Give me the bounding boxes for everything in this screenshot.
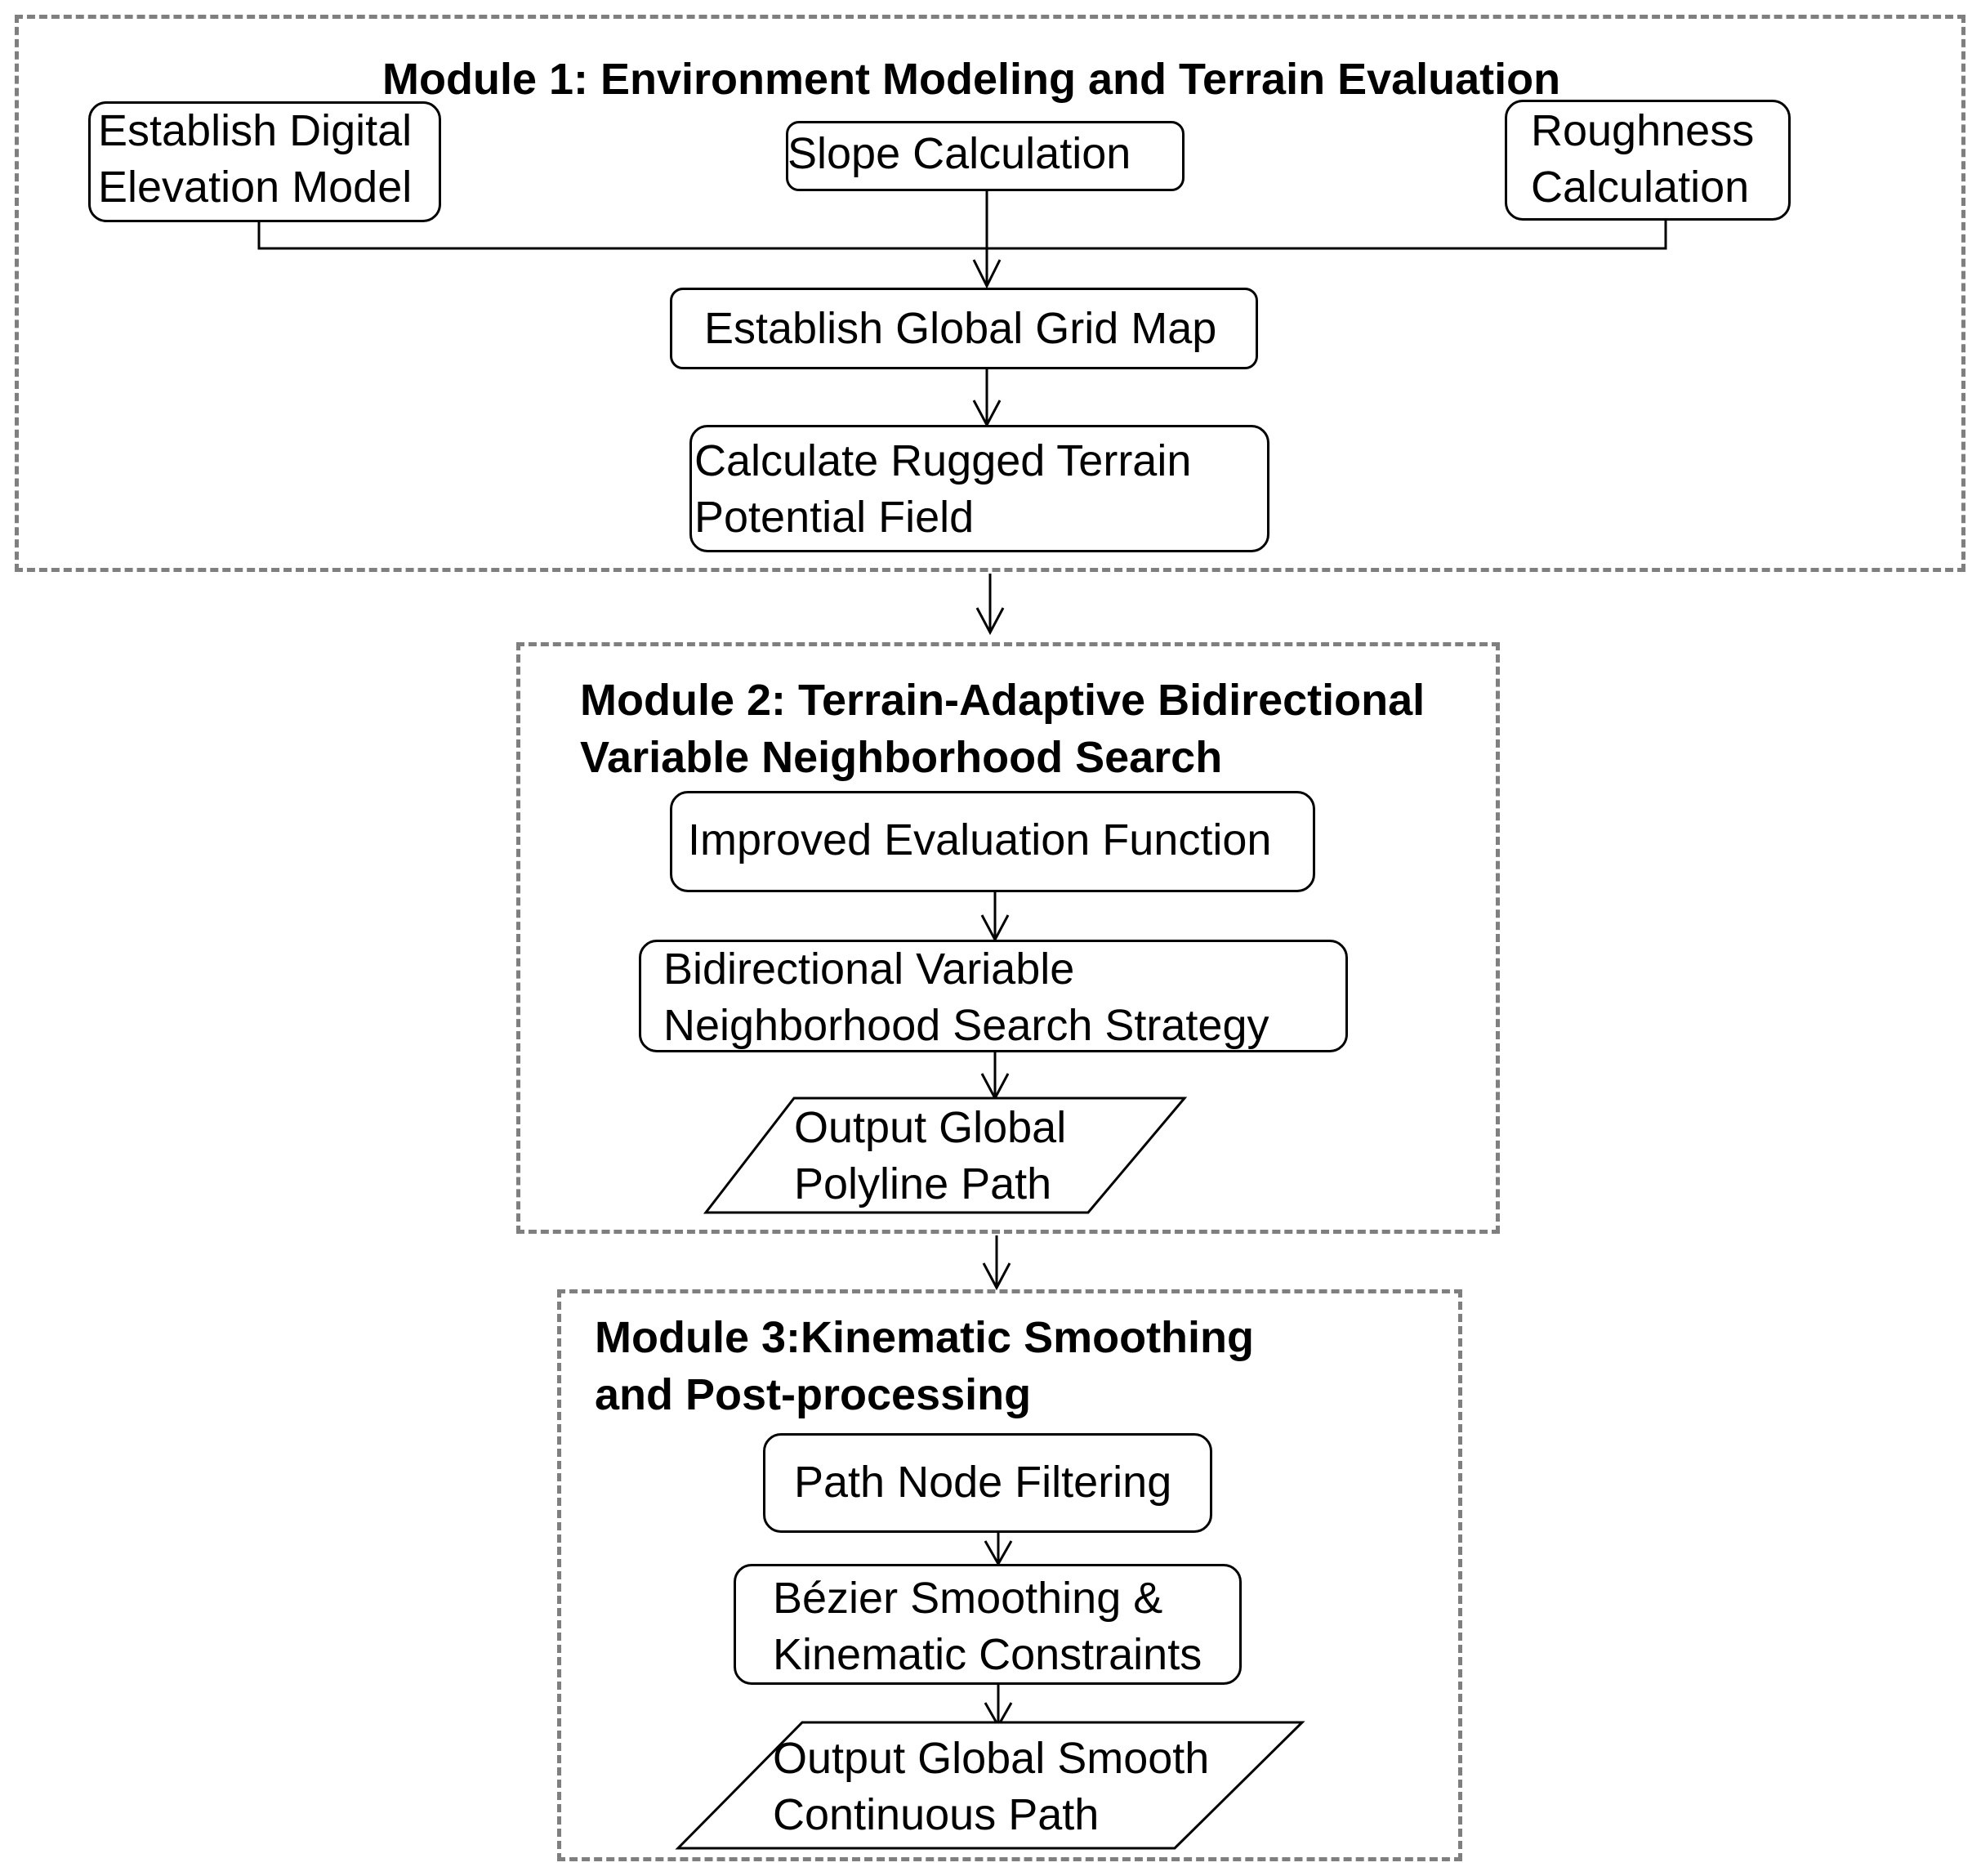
node-slope-calculation-line-1: Slope Calculation (787, 129, 1131, 178)
node-output-smooth-path-label: Output Global Smooth Continuous Path (773, 1731, 1209, 1843)
arrowhead-module1-to-module2 (975, 607, 1005, 636)
node-path-node-filtering (763, 1433, 1212, 1533)
node-slope-calculation (786, 121, 1185, 191)
module-2-title-line-1: Module 2: Terrain-Adaptive Bidirectional (580, 676, 1426, 725)
arrowhead-slope-to-grid (972, 259, 1002, 289)
module-3-title: Module 3:Kinematic Smoothing and Post-pr… (595, 1309, 1254, 1423)
node-establish-dem-line-2: Elevation Model (98, 163, 413, 212)
node-bezier-smoothing-line-1: Bézier Smoothing & (773, 1574, 1163, 1623)
connector-dem-merge (257, 222, 987, 250)
node-bezier-smoothing-line-2: Kinematic Constraints (773, 1630, 1202, 1679)
smooth-output-shape (675, 1721, 1305, 1850)
node-output-polyline-line-1: Output Global (794, 1103, 1067, 1152)
module-3-container (557, 1289, 1462, 1861)
node-output-smooth-path-line-2: Continuous Path (773, 1790, 1100, 1839)
node-establish-grid-map-label: Establish Global Grid Map (704, 301, 1216, 357)
node-bidirectional-search-line-2: Neighborhood Search Strategy (663, 1001, 1269, 1050)
node-rugged-terrain-potential-label: Calculate Rugged Terrain Potential Field (694, 433, 1191, 546)
node-rugged-terrain-potential-line-1: Calculate Rugged Terrain (694, 436, 1192, 485)
node-roughness-calculation (1505, 100, 1791, 221)
node-bidirectional-search (639, 940, 1348, 1052)
node-path-node-filtering-label: Path Node Filtering (794, 1454, 1171, 1511)
node-establish-dem-label: Establish Digital Elevation Model (98, 103, 412, 216)
connector-roughness-merge (987, 216, 1667, 250)
module-2-container (516, 642, 1500, 1234)
node-bidirectional-search-label: Bidirectional Variable Neighborhood Sear… (663, 941, 1269, 1054)
node-bezier-smoothing (734, 1564, 1242, 1685)
node-roughness-calculation-label: Roughness Calculation (1531, 103, 1754, 216)
node-bidirectional-search-line-1: Bidirectional Variable (663, 945, 1075, 994)
node-establish-dem-line-1: Establish Digital (98, 106, 413, 155)
module-1-title-line-1: Module 1: Environment Modeling and Terra… (382, 55, 1561, 104)
node-rugged-terrain-potential-line-2: Potential Field (694, 493, 975, 542)
module-2-title: Module 2: Terrain-Adaptive Bidirectional… (580, 672, 1425, 786)
node-slope-calculation-label: Slope Calculation (787, 126, 1131, 182)
module-3-title-line-1: Module 3:Kinematic Smoothing (595, 1313, 1255, 1362)
module-2-title-line-2: Variable Neighborhood Search (580, 733, 1223, 782)
node-output-smooth-path-line-1: Output Global Smooth (773, 1734, 1210, 1783)
node-output-polyline-line-2: Polyline Path (794, 1159, 1052, 1208)
node-roughness-calculation-line-2: Calculation (1531, 163, 1750, 212)
node-establish-dem (88, 101, 441, 222)
node-bezier-smoothing-label: Bézier Smoothing & Kinematic Constraints (773, 1570, 1202, 1683)
node-improved-evaluation-line-1: Improved Evaluation Function (688, 815, 1272, 864)
node-path-node-filtering-line-1: Path Node Filtering (794, 1458, 1172, 1507)
node-improved-evaluation (670, 791, 1315, 892)
module-3-title-line-2: and Post-processing (595, 1370, 1032, 1419)
node-improved-evaluation-label: Improved Evaluation Function (688, 812, 1271, 869)
node-roughness-calculation-line-1: Roughness (1531, 106, 1755, 155)
node-output-polyline-label: Output Global Polyline Path (794, 1100, 1066, 1213)
node-establish-grid-map-line-1: Establish Global Grid Map (704, 304, 1217, 353)
node-rugged-terrain-potential (689, 425, 1269, 552)
polyline-output-shape (703, 1097, 1188, 1214)
module-1-container (15, 15, 1965, 572)
node-establish-grid-map (670, 288, 1258, 369)
module-1-title: Module 1: Environment Modeling and Terra… (382, 51, 1560, 108)
arrowhead-module2-to-module3 (982, 1262, 1011, 1291)
